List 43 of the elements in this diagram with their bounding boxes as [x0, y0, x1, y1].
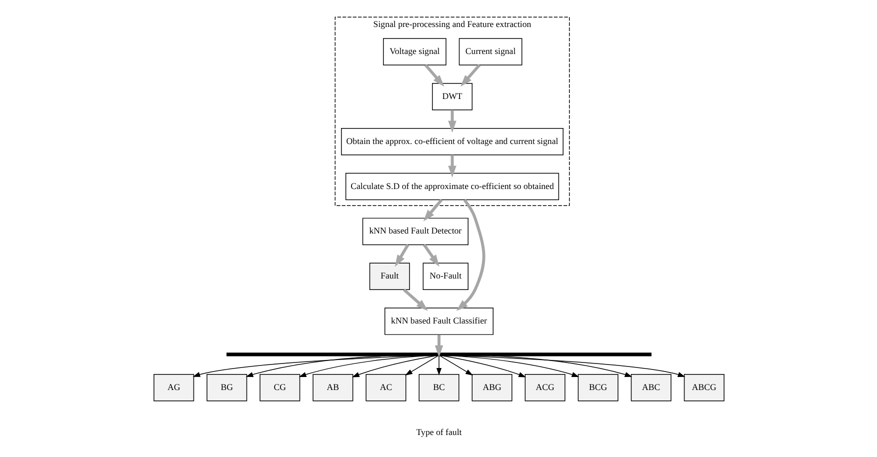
arrow [436, 356, 442, 376]
arrow [422, 198, 442, 222]
arrow [454, 356, 579, 378]
arrow [456, 199, 485, 311]
node-box: AG [153, 374, 194, 402]
node-box: CG [259, 374, 300, 402]
node-box: No-Fault [422, 262, 468, 290]
node-box: DWT [432, 83, 472, 110]
node-box: Calculate S.D of the approximate co-efficient so obtained [344, 172, 559, 200]
arrow [192, 356, 418, 377]
arrow [442, 356, 526, 378]
node-bar [226, 352, 651, 356]
arrow [439, 356, 472, 376]
node-box: ABG [471, 374, 512, 402]
node-box: AC [365, 374, 406, 402]
node-box: Obtain the approx. co-efficient of voltage and current signal [340, 128, 563, 156]
arrow [434, 334, 443, 358]
node-box: Current signal [458, 38, 522, 66]
node-box: ABC [630, 374, 671, 402]
node-box: ABCG [683, 374, 724, 402]
arrow [404, 356, 438, 376]
node-box: AB [312, 374, 353, 402]
node-box: Voltage signal [382, 38, 446, 66]
arrow [422, 244, 439, 267]
arrow [460, 64, 480, 87]
node-box: kNN based Fault Classifier [384, 308, 493, 335]
node-box: BC [418, 374, 459, 402]
arrow [351, 356, 434, 378]
arrow [394, 244, 409, 267]
arrow [491, 356, 632, 377]
arrow [460, 356, 685, 377]
node-box: BCG [577, 374, 618, 402]
node-box: ACG [524, 374, 565, 402]
node-box: BG [206, 374, 247, 402]
node-box: Fault [368, 262, 410, 290]
arrow [298, 356, 424, 378]
arrow [448, 110, 456, 133]
label: Type of fault [416, 426, 462, 437]
arrow [448, 154, 456, 178]
arrow [424, 64, 444, 87]
node-box: kNN based Fault Detector [362, 218, 468, 246]
arrow [402, 288, 428, 311]
arrow [245, 356, 386, 377]
